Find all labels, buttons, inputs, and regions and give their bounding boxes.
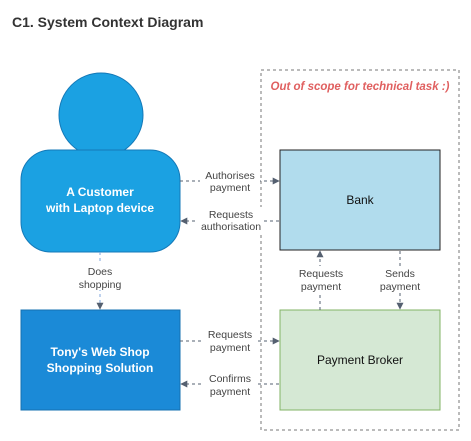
edge-authorises-label-bg bbox=[200, 169, 260, 194]
payment-broker-label: Payment Broker bbox=[317, 353, 403, 367]
edge-shop-requests-label-bg bbox=[202, 327, 258, 353]
scope-boundary bbox=[260, 69, 460, 431]
bank-box bbox=[279, 149, 441, 251]
edge-broker-requests-label-bg bbox=[294, 266, 348, 292]
web-shop-label-line2: Shopping Solution bbox=[47, 361, 154, 375]
edge-authorises-label-line1: Authorises bbox=[205, 170, 255, 182]
customer-person[interactable]: A Customer with Laptop device bbox=[20, 72, 181, 253]
web-shop-label-line1: Tony's Web Shop bbox=[50, 345, 149, 359]
edge-broker-requests-label-line2: payment bbox=[301, 281, 341, 293]
scope-label: Out of scope for technical task :) bbox=[271, 81, 450, 93]
edge-broker-requests-label-line1: Requests bbox=[299, 268, 343, 280]
edge-bank-sends-label-line2: payment bbox=[380, 281, 420, 293]
web-shop-system[interactable]: Tony's Web Shop Shopping Solution bbox=[20, 309, 181, 411]
bank-label: Bank bbox=[346, 193, 374, 207]
edge-does-shopping[interactable]: Does shopping bbox=[72, 252, 128, 310]
edge-authorises-label-line2: payment bbox=[210, 182, 250, 194]
edge-requests-auth-label-line1: Requests bbox=[209, 209, 253, 221]
bank-system[interactable]: Bank bbox=[279, 149, 441, 251]
customer-label-line2: with Laptop device bbox=[45, 201, 154, 215]
edge-authorises-payment[interactable]: Authorises payment bbox=[180, 169, 280, 194]
edge-broker-requests-payment[interactable]: Requests payment bbox=[294, 250, 348, 310]
edge-shop-requests-label-line1: Requests bbox=[208, 329, 252, 341]
edge-requests-auth-label-line2: authorisation bbox=[201, 221, 261, 233]
edge-confirms-label-bg bbox=[202, 371, 258, 397]
edge-shop-requests-payment[interactable]: Requests payment bbox=[180, 327, 280, 354]
edge-confirms-label-line1: Confirms bbox=[209, 373, 251, 385]
edge-does-shopping-label-line2: shopping bbox=[79, 279, 122, 291]
diagram-title: C1. System Context Diagram bbox=[12, 14, 204, 30]
edge-bank-sends-label-bg bbox=[374, 266, 428, 292]
edge-bank-sends-label-line1: Sends bbox=[385, 268, 415, 280]
edge-does-shopping-label-line1: Does bbox=[88, 266, 113, 278]
edge-confirms-label-line2: payment bbox=[210, 386, 250, 398]
edge-requests-auth-label-bg bbox=[198, 207, 264, 233]
edge-requests-authorisation[interactable]: Requests authorisation bbox=[180, 207, 279, 233]
payment-broker-box bbox=[279, 309, 441, 411]
edge-shop-requests-label-line2: payment bbox=[210, 342, 250, 354]
customer-label-line1: A Customer bbox=[66, 185, 134, 199]
payment-broker-system[interactable]: Payment Broker bbox=[279, 309, 441, 411]
web-shop-box bbox=[20, 309, 181, 411]
customer-head bbox=[58, 72, 144, 158]
edge-confirms-payment[interactable]: Confirms payment bbox=[180, 371, 279, 398]
edge-does-shopping-label-bg bbox=[72, 264, 128, 290]
edge-bank-sends-payment[interactable]: Sends payment bbox=[374, 251, 428, 310]
